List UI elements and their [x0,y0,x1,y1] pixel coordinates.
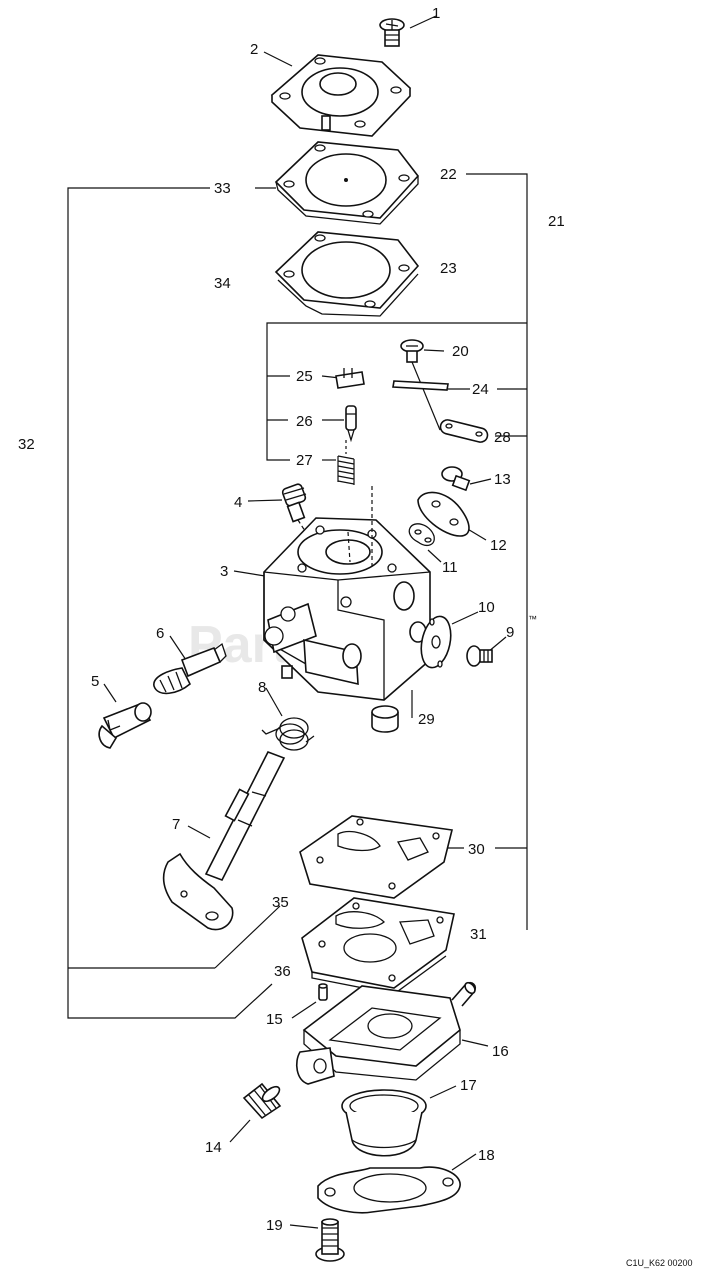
part-8-spring [261,717,315,751]
part-26-needle [345,405,357,443]
callout-25: 25 [296,368,313,385]
part-12-cover [417,491,470,537]
callout-9: 9 [506,624,514,641]
callout-35: 35 [272,894,289,911]
callout-5: 5 [91,673,99,690]
watermark-trademark: ™ [528,614,537,624]
callout-28: 28 [494,429,511,446]
callout-3: 3 [220,563,228,580]
callout-20: 20 [452,343,469,360]
callout-26: 26 [296,413,313,430]
part-19-screw [315,1218,345,1262]
part-31-metering-plate [301,897,455,995]
callout-11: 11 [442,559,458,576]
callout-7: 7 [172,816,180,833]
callout-23: 23 [440,260,457,277]
callout-19: 19 [266,1217,283,1234]
callout-10: 10 [478,599,495,616]
part-5-cap [98,702,152,749]
part-30-gasket [299,815,453,899]
part-29-plug [371,705,399,733]
callout-8: 8 [258,679,266,696]
part-18-gasket [317,1166,461,1214]
callout-13: 13 [494,471,511,488]
callout-33: 33 [214,180,231,197]
part-24-pin [392,380,449,391]
callout-29: 29 [418,711,435,728]
part-27-spring [337,440,355,485]
kit-bracket-lines [67,15,528,1229]
part-6-needle-screw [153,642,227,695]
callout-15: 15 [266,1011,283,1028]
part-23-gasket [274,231,420,317]
callout-4: 4 [234,494,242,511]
part-20-screw [400,339,441,431]
callout-34: 34 [214,275,231,292]
callout-18: 18 [478,1147,495,1164]
part-17-primer-bulb [341,1089,427,1157]
callout-1: 1 [432,5,440,22]
callout-17: 17 [460,1077,477,1094]
part-22-diaphragm [274,141,420,225]
part-10-diaphragm [420,615,452,669]
part-1-screw [379,18,405,47]
callout-24: 24 [472,381,489,398]
callout-2: 2 [250,41,258,58]
callout-14: 14 [205,1139,222,1156]
part-15-pin [318,983,328,1001]
callout-12: 12 [490,537,507,554]
part-4-screw [281,483,317,549]
part-28-link [439,419,489,443]
part-2-pump-cover [270,54,412,137]
callout-6: 6 [156,625,164,642]
callout-16: 16 [492,1043,509,1060]
callout-21: 21 [548,213,565,230]
part-11-gasket [408,523,435,547]
callout-22: 22 [440,166,457,183]
callout-32: 32 [18,436,35,453]
drawing-code: C1U_K62 00200 [626,1258,693,1268]
part-3-carburetor-body [263,486,431,701]
part-14-screw [242,1082,282,1120]
part-16-pump-body [295,981,477,1085]
callout-labels: 1 2 3 4 5 6 7 8 9 10 11 12 13 14 15 16 1… [18,5,565,1234]
part-9-screw [466,645,493,667]
part-13-screw [441,466,471,492]
callout-36: 36 [274,963,291,980]
callout-27: 27 [296,452,313,469]
callout-31: 31 [470,926,487,943]
callout-30: 30 [468,841,485,858]
part-25-lever [335,368,365,389]
part-7-throttle-shaft [162,750,286,931]
